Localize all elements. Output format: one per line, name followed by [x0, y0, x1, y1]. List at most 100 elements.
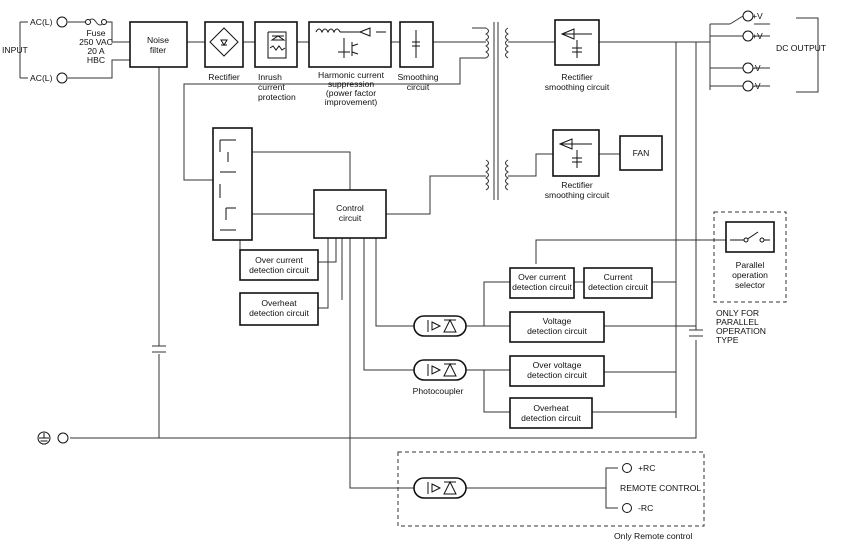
transformer1-primary [485, 27, 489, 59]
current-detect-box [583, 267, 653, 299]
output-fanout [709, 23, 730, 90]
voltage-detect-label-line: detection circuit [527, 326, 587, 336]
terminals [56, 10, 754, 513]
control-box [313, 189, 387, 239]
block-symbols [209, 27, 770, 495]
fuse-label-line: 20 A [87, 46, 104, 56]
fg-terminal[interactable] [57, 432, 69, 444]
ac-bottom-wire [68, 59, 130, 79]
parallel-dashed-region [713, 211, 787, 303]
over-voltage-label-line: detection circuit [527, 370, 587, 380]
remote-control-label: REMOTE CONTROL [620, 483, 701, 493]
remote-dashed-region [397, 451, 705, 527]
rect-smooth-fan-box [552, 129, 600, 177]
harmonic-label-line: (power factor [326, 88, 376, 98]
output-bracket [796, 17, 819, 93]
rc-minus-label: -RC [638, 503, 653, 513]
control-label-line: circuit [339, 213, 362, 223]
control-to-photocouplers [349, 238, 414, 489]
rc-plus-label: +RC [638, 463, 655, 473]
over-current-right-label-line: Over current [518, 272, 566, 282]
y-cap-right [689, 329, 703, 337]
voltage-detect-box [509, 311, 605, 343]
fan-supply-wire [508, 153, 620, 177]
overheat-left-label-line: Overheat [261, 298, 297, 308]
rectifier-label-line: Rectifier [208, 72, 240, 82]
rect-smooth-main-label-line: smoothing circuit [545, 82, 610, 92]
control-to-transformer2 [386, 175, 486, 215]
ac-bottom-label: AC(L) [30, 73, 53, 83]
harmonic-box [308, 21, 392, 68]
overheat-left-link [318, 238, 343, 309]
overheat-right-label-line: Overheat [533, 403, 569, 413]
y-cap-left [152, 345, 166, 353]
fuse-label-line: Fuse [86, 28, 105, 38]
over-voltage-box [509, 355, 605, 387]
inrush-label-line: current [258, 82, 285, 92]
parallel-selector-label-line: Parallel [736, 260, 765, 270]
output-rail [599, 41, 710, 418]
smoothing-label-line: Smoothing [397, 72, 438, 82]
fan-label-line: FAN [633, 148, 650, 158]
fuse-label-line: HBC [87, 55, 105, 65]
switch-contacts-icon [219, 139, 236, 231]
overheat-right-label-line: detection circuit [521, 413, 581, 423]
overheat-left-box [239, 292, 319, 326]
input-label: INPUT [2, 45, 29, 55]
photocoupler-right-links [466, 281, 510, 413]
ac-top-label: AC(L) [30, 17, 53, 27]
transformer-core [493, 22, 499, 200]
remote-note-label: Only Remote control [614, 531, 692, 541]
fan-label: FAN [633, 148, 650, 158]
over-current-right-box [509, 267, 575, 299]
photocoupler-label: Photocoupler [413, 386, 464, 396]
wiring [19, 17, 819, 509]
ground-icon [37, 431, 51, 445]
over-voltage-label-line: Over voltage [533, 360, 582, 370]
current-detect-label-line: Current [604, 272, 633, 282]
harmonic-label-line: Harmonic current [318, 70, 385, 80]
blocks [129, 19, 787, 527]
bridge-rectifier-icon [209, 27, 239, 57]
rc-plus-terminal[interactable] [622, 463, 632, 473]
noise-filter-box [129, 21, 188, 68]
photocoupler-led-icon [427, 318, 457, 495]
detection-to-rail [574, 281, 696, 413]
parallel-switch-icon [730, 231, 770, 243]
ac-top-terminal[interactable] [56, 16, 68, 28]
plus-v-label-1: +V [752, 11, 763, 21]
remote-wiring [466, 467, 618, 509]
current-detect-label-line: detection circuit [588, 282, 648, 292]
fuse-label-line: 250 VAC [79, 37, 113, 47]
over-current-left-box [239, 249, 319, 281]
parallel-selector-label-line: selector [735, 280, 765, 290]
switching-box [212, 127, 253, 241]
parallel-note-label-line: OPERATION [716, 326, 766, 336]
rectifier-label: Rectifier [208, 72, 240, 82]
ac-top-wire [68, 21, 130, 43]
ac-bottom-terminal[interactable] [56, 72, 68, 84]
diode-icon-main [560, 28, 592, 58]
fuse-symbol [87, 18, 105, 26]
noise-filter-label-line: filter [150, 45, 166, 55]
inrush-label-line: protection [258, 92, 296, 102]
rc-minus-terminal[interactable] [622, 503, 632, 513]
transformer2-secondary [505, 159, 509, 191]
parallel-note-label-line: TYPE [716, 335, 739, 345]
